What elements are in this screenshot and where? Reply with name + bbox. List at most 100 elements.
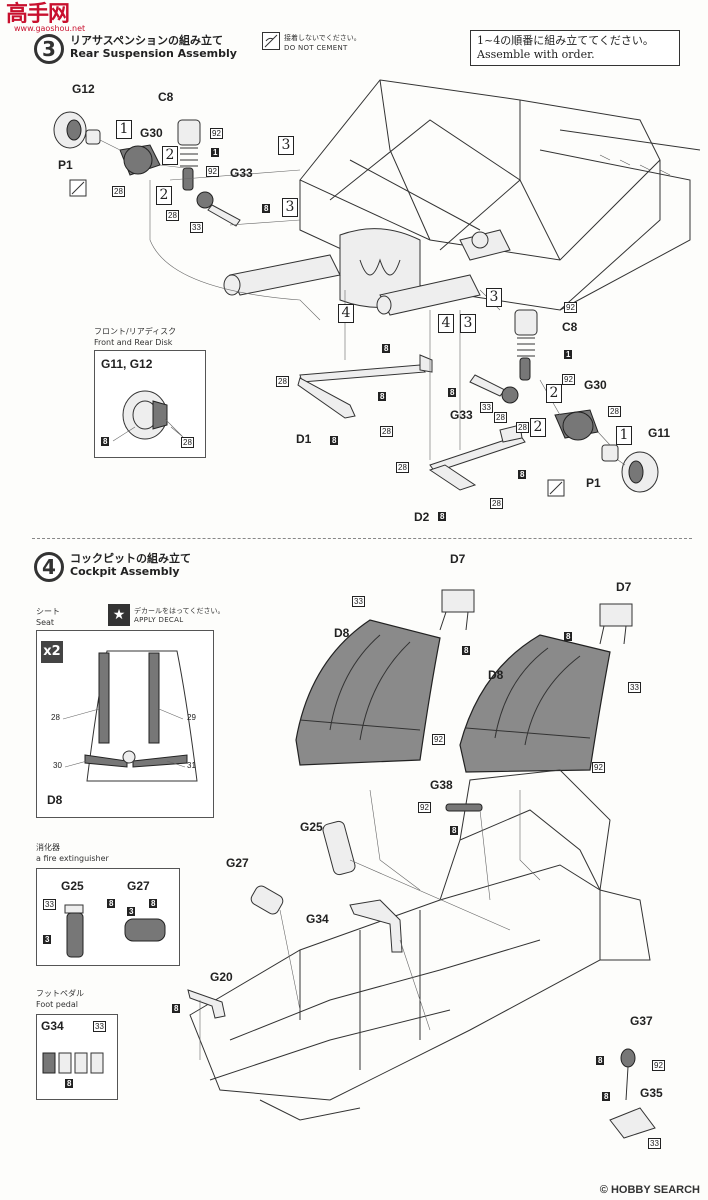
color-28-g33-right: 28: [494, 412, 507, 423]
order-mark-2-left-a: 2: [162, 146, 178, 165]
harness-drawing: [62, 650, 198, 782]
decal-note-en: APPLY DECAL: [134, 616, 184, 624]
part-label-g20: G20: [210, 970, 233, 984]
order-mark-4-mid: 4: [438, 314, 454, 333]
part-label-c8-right: C8: [562, 320, 578, 334]
step3-title-en: Rear Suspension Assembly: [70, 47, 237, 60]
header-bar: 高手网 www.gaoshou.net: [0, 0, 708, 34]
pedal-g34: G34: [41, 1019, 64, 1033]
disk-color-8: 8: [101, 437, 110, 446]
pedal-drawing: [42, 1052, 104, 1074]
headrest-left: [441, 589, 475, 613]
no-cement-jp: 接着しないでください。: [284, 34, 361, 42]
part-label-g12: G12: [72, 82, 95, 96]
site-logo[interactable]: 高手网: [6, 2, 70, 27]
part-label-g34: G34: [306, 912, 329, 926]
seat-decal-28: 28: [51, 713, 60, 722]
seat-color-8-right: 8: [564, 632, 573, 641]
seat-right-drawing: [459, 634, 611, 773]
lower-arm-parts: [297, 290, 526, 491]
color-92-c8-right-top: 92: [564, 302, 577, 313]
color-28-d2-left: 28: [396, 462, 409, 473]
site-logo-url: www.gaoshou.net: [14, 24, 86, 33]
g35-color-33: 33: [648, 1138, 661, 1149]
part-label-g27: G27: [226, 856, 249, 870]
hobby-search-watermark: © HOBBY SEARCH: [599, 1184, 700, 1196]
step4-title-en: Cockpit Assembly: [70, 565, 180, 578]
part-label-d7-right: D7: [616, 580, 632, 594]
seat-decal-29: 29: [187, 713, 196, 722]
seat-panel-title-jp: シート: [36, 607, 60, 616]
extinguisher-color-33: 33: [43, 899, 56, 910]
step4-title-jp: コックピットの組み立て: [70, 552, 191, 565]
seat-color-33-left: 33: [352, 596, 365, 607]
seat-color-8-left: 8: [462, 646, 471, 655]
step3-number: 3: [34, 34, 64, 64]
part-label-d8-left: D8: [334, 626, 350, 640]
order-mark-2-left-b: 2: [156, 186, 172, 205]
color-92-c8-right-bottom: 92: [562, 374, 575, 385]
g20-color-8: 8: [172, 1004, 181, 1013]
order-note-jp: 1~4の順番に組み立ててください。: [477, 34, 654, 47]
seat-decal-31: 31: [187, 761, 196, 770]
g37-color-92: 92: [652, 1060, 665, 1071]
g37-color-8: 8: [596, 1056, 605, 1065]
seat-color-92-left: 92: [432, 734, 445, 745]
pedal-title-jp: フットペダル: [36, 989, 84, 998]
pedal-color-8: 8: [65, 1079, 74, 1088]
color-8-d1-right: 8: [378, 392, 387, 401]
disk-panel: G11, G12 8 28: [94, 350, 206, 458]
cockpit-tub-drawing: [189, 769, 651, 1121]
rear-suspension-diagram: [53, 79, 701, 497]
seat-panel-title-en: Seat: [36, 618, 55, 627]
part-label-g35: G35: [640, 1086, 663, 1100]
part-label-d2: D2: [414, 510, 430, 524]
order-mark-2-right-b: 2: [530, 418, 546, 437]
g35-color-8: 8: [602, 1092, 611, 1101]
color-28-d1-left: 28: [276, 376, 289, 387]
pedal-title-en: Foot pedal: [36, 1000, 78, 1009]
part-label-d8-right: D8: [488, 668, 504, 682]
g38-color-92: 92: [418, 802, 431, 813]
disk-panel-title-jp: フロント/リアディスク: [94, 327, 177, 336]
color-1-c8-left: 1: [211, 148, 220, 157]
color-33-g33-left: 33: [190, 222, 203, 233]
pedal-panel: G34 33 8: [36, 1014, 118, 1100]
order-mark-3-top: 3: [278, 136, 294, 155]
extinguisher-g25: G25: [61, 879, 84, 893]
disk-panel-parts: G11, G12: [101, 357, 153, 371]
g38-color-8: 8: [450, 826, 459, 835]
extinguisher-color-8-b: 8: [149, 899, 158, 908]
color-28-g33-left: 28: [166, 210, 179, 221]
part-label-d7-left: D7: [450, 552, 466, 566]
color-8-g33-right: 8: [448, 388, 457, 397]
rear-frame-drawing: [223, 79, 701, 316]
extinguisher-color-3-b: 3: [127, 907, 136, 916]
order-mark-1-left: 1: [116, 120, 132, 139]
seat-panel: x2 28 29 30 31 D8: [36, 630, 214, 818]
part-label-p1-right: P1: [586, 476, 601, 490]
part-label-g38: G38: [430, 778, 453, 792]
order-mark-2-right-a: 2: [546, 384, 562, 403]
pedal-color-33: 33: [93, 1021, 106, 1032]
step4-number: 4: [34, 552, 64, 582]
order-mark-4-left: 4: [338, 304, 354, 323]
order-mark-3-mid: 3: [460, 314, 476, 333]
extinguisher-panel: G25 G27 33 8 3 3 8: [36, 868, 180, 966]
disk-color-28: 28: [181, 437, 194, 448]
color-8-d2-label: 8: [438, 512, 447, 521]
extinguisher-color-3-a: 3: [43, 935, 52, 944]
part-label-g33-right: G33: [450, 408, 473, 422]
order-note-en: Assemble with order.: [477, 48, 595, 61]
step-divider: [32, 538, 692, 539]
seat-multiplier: x2: [41, 641, 63, 663]
part-label-g37: G37: [630, 1014, 653, 1028]
color-8-d2-right: 8: [518, 470, 527, 479]
order-mark-1-right: 1: [616, 426, 632, 445]
color-28-g30-right: 28: [608, 406, 621, 417]
cockpit-diagram: [187, 589, 656, 1139]
color-8-rod: 8: [382, 344, 391, 353]
color-28-d2-top: 28: [516, 422, 529, 433]
extinguisher-g27: G27: [127, 879, 150, 893]
decal-note-jp: デカールをはってください。: [134, 607, 225, 615]
